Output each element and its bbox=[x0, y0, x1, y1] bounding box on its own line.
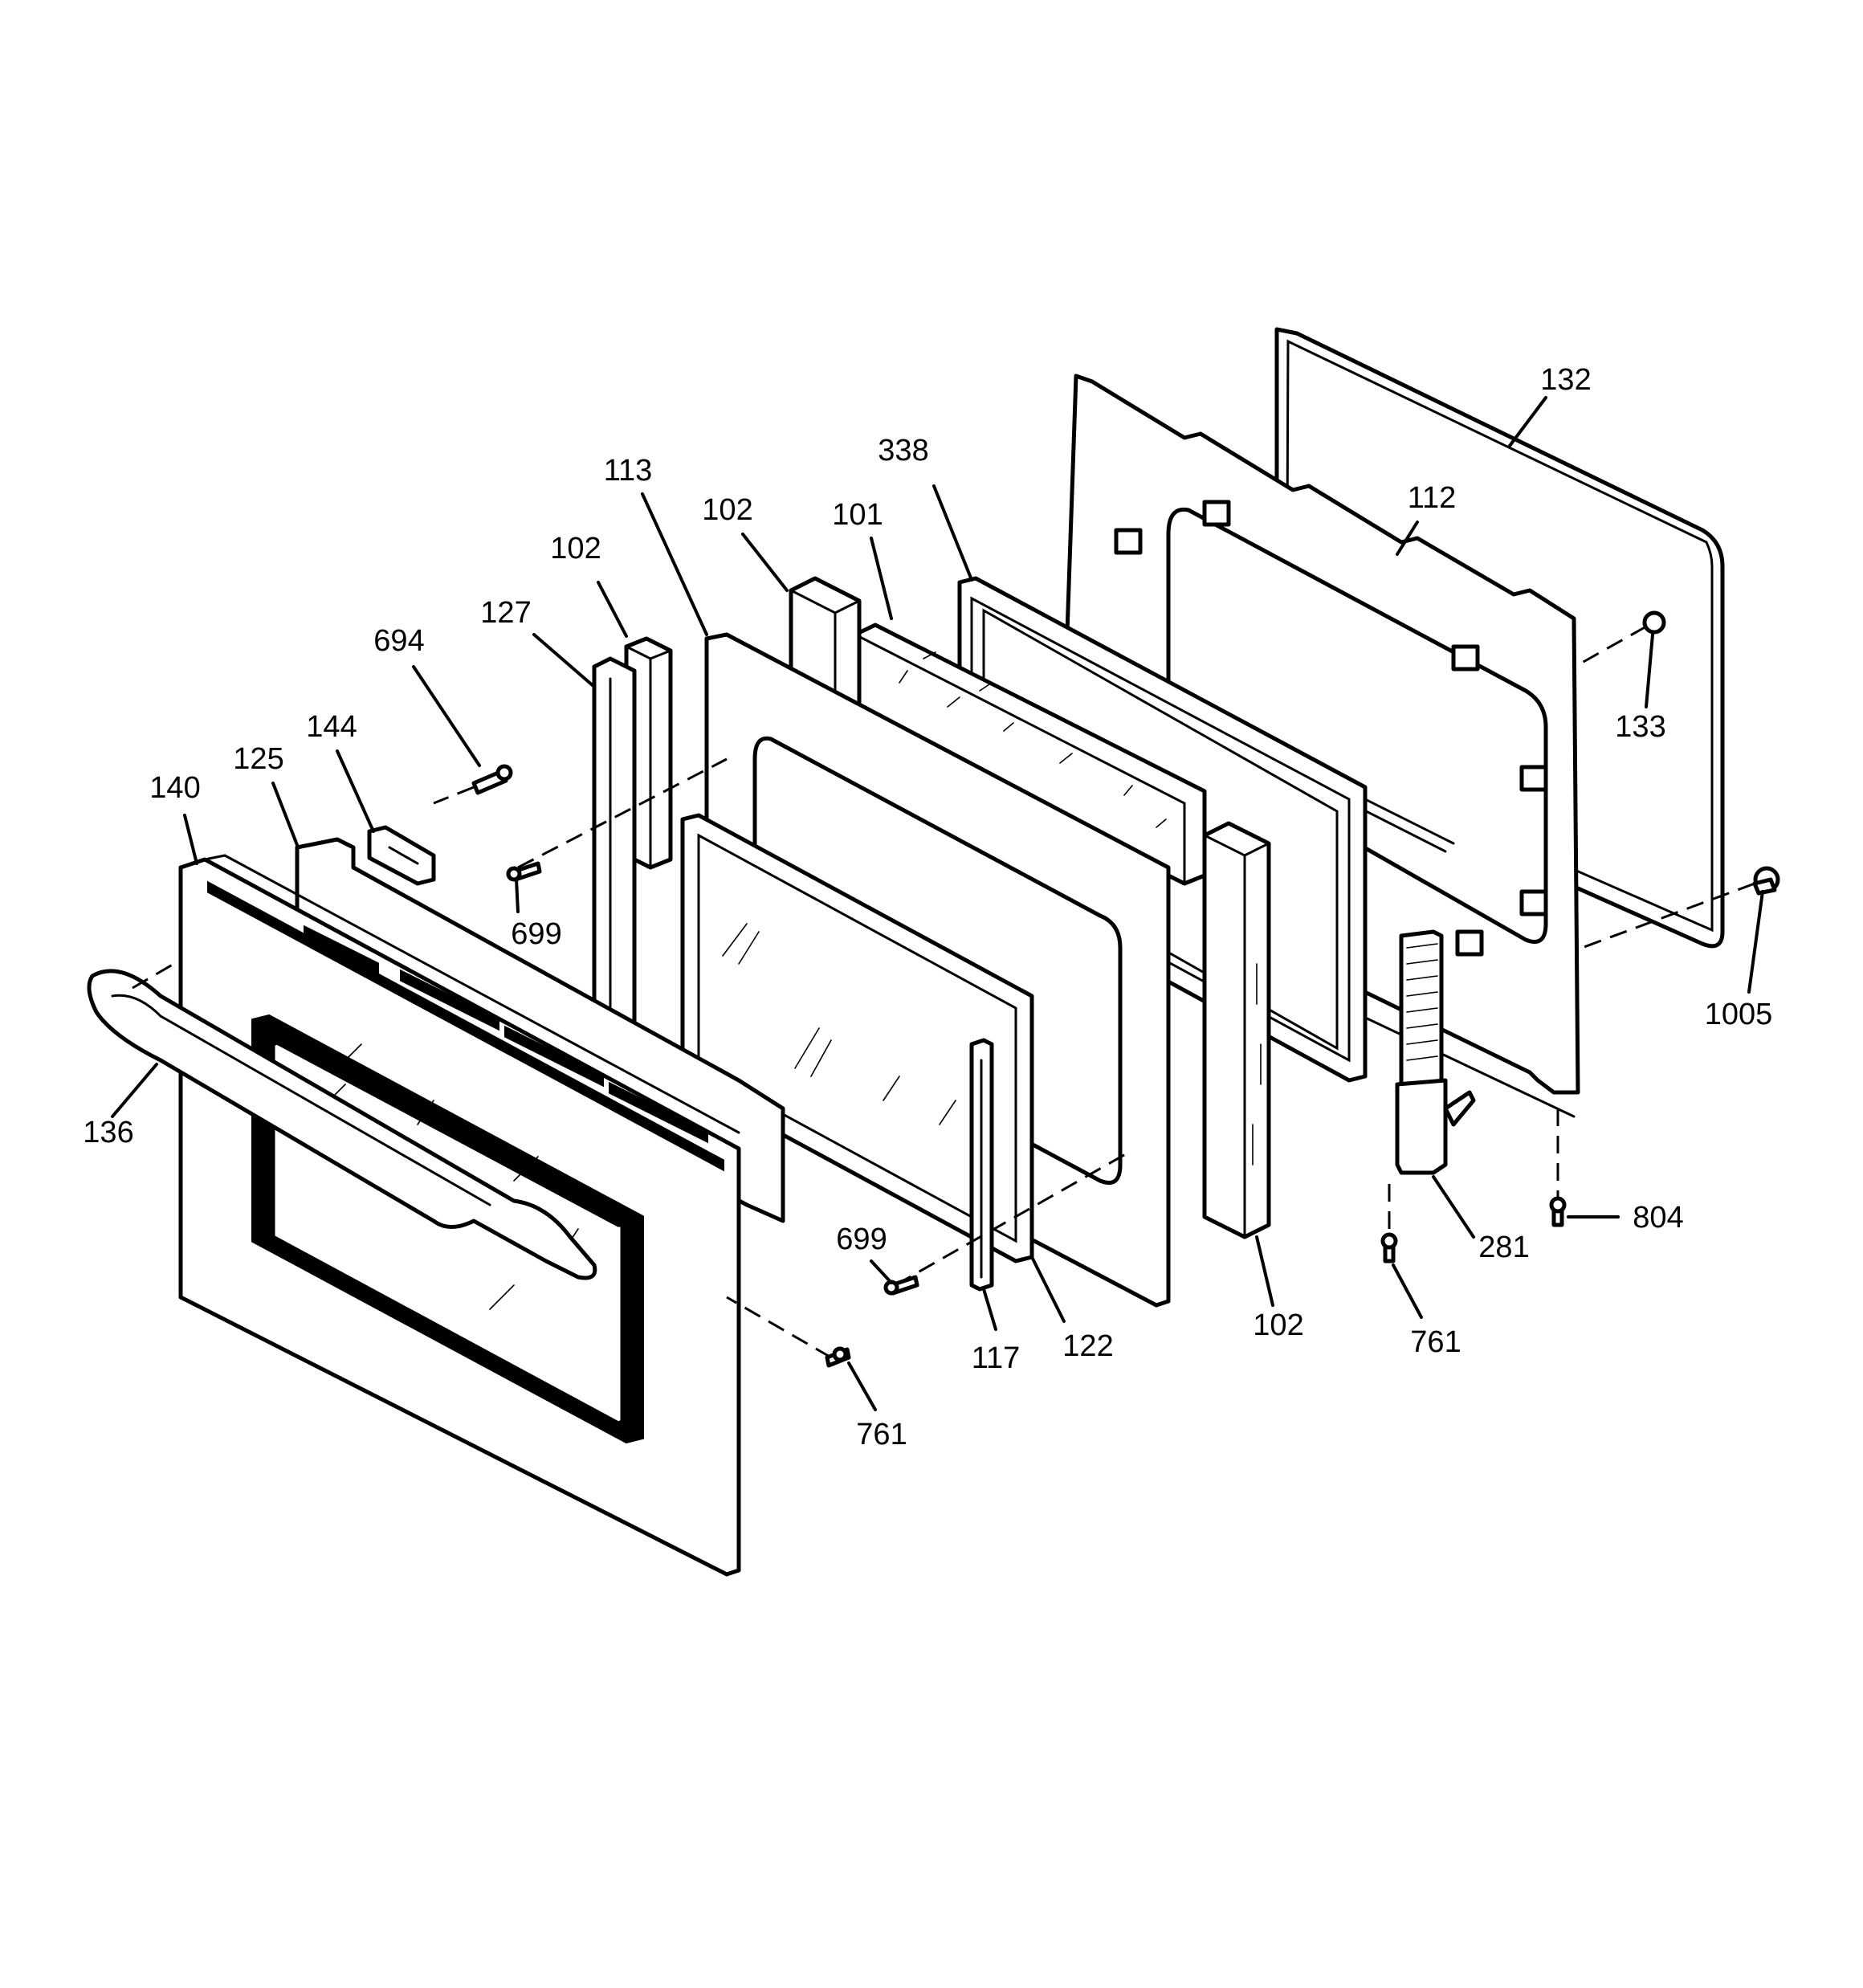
screw-761-hinge-part bbox=[1380, 1232, 1398, 1263]
door-hinge-part bbox=[1395, 929, 1476, 1175]
callout-132: 132 bbox=[1540, 363, 1591, 397]
callout-113: 113 bbox=[604, 454, 653, 488]
screw-694-part bbox=[471, 764, 513, 795]
callout-338: 338 bbox=[878, 434, 928, 467]
inner-door-liner-part bbox=[1058, 374, 1580, 1118]
callout-labels: 132 112 338 113 102 101 102 127 694 144 … bbox=[83, 363, 1772, 1451]
alignment-lines bbox=[132, 625, 1755, 1359]
side-channel-part bbox=[592, 656, 637, 1055]
clip-plate-part bbox=[367, 825, 436, 886]
callout-694: 694 bbox=[373, 624, 424, 658]
screw-761-front-part bbox=[825, 1346, 851, 1368]
screw-1005-part bbox=[1752, 866, 1780, 896]
callout-102-left: 102 bbox=[550, 532, 601, 565]
callout-122: 122 bbox=[1062, 1329, 1113, 1363]
callout-140: 140 bbox=[149, 771, 200, 805]
callout-102-center: 102 bbox=[702, 493, 752, 527]
callout-804: 804 bbox=[1633, 1201, 1683, 1235]
callout-1005: 1005 bbox=[1705, 998, 1773, 1031]
screw-133-part bbox=[1642, 610, 1666, 635]
callout-761-hinge: 761 bbox=[1410, 1325, 1461, 1359]
callout-101: 101 bbox=[832, 498, 883, 532]
screw-804-part bbox=[1549, 1196, 1567, 1227]
screw-699-upper-part bbox=[506, 861, 542, 882]
callout-144: 144 bbox=[306, 710, 357, 744]
callout-117: 117 bbox=[972, 1341, 1021, 1375]
callout-699-lower: 699 bbox=[836, 1223, 887, 1256]
callout-125: 125 bbox=[233, 742, 283, 776]
callout-102-right: 102 bbox=[1253, 1308, 1303, 1342]
door-handle-part bbox=[87, 969, 597, 1280]
insulation-strip-right-part bbox=[1202, 821, 1271, 1239]
callout-112: 112 bbox=[1408, 481, 1457, 515]
leader-lines bbox=[111, 396, 1764, 1411]
callout-136: 136 bbox=[83, 1116, 133, 1149]
callout-127: 127 bbox=[480, 596, 531, 630]
callout-281: 281 bbox=[1478, 1231, 1529, 1264]
callout-761-front: 761 bbox=[856, 1418, 907, 1451]
hinge-bracket-part bbox=[969, 1038, 994, 1292]
callout-699-upper: 699 bbox=[511, 917, 561, 951]
callout-133: 133 bbox=[1615, 710, 1665, 744]
